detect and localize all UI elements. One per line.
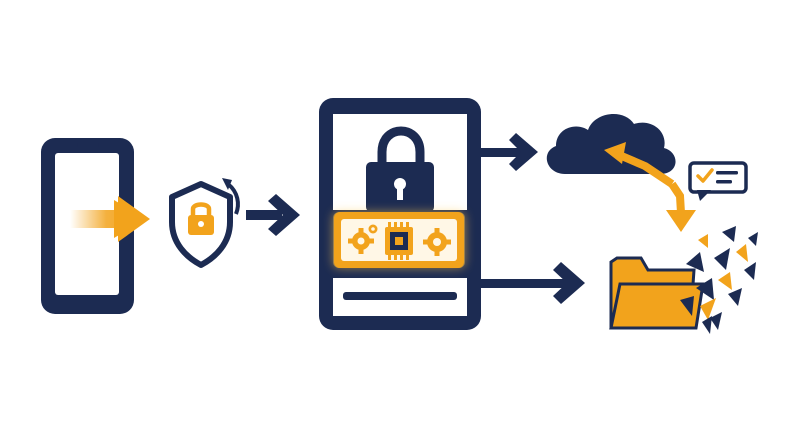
- folder-shred-icon: [609, 226, 758, 334]
- chat-bubble: [688, 161, 748, 194]
- shield-refresh-arrow: [226, 182, 240, 215]
- chip-icon: [385, 222, 413, 260]
- chat-bubble-tail: [697, 190, 711, 201]
- gear-left-icon: [348, 228, 374, 254]
- cloud-icon: [546, 113, 676, 174]
- incoming-arrow-head-fill: [114, 200, 146, 238]
- gear-right-icon: [423, 228, 451, 256]
- server-padlock-keyslot: [397, 186, 403, 200]
- server-lock-icon: [319, 98, 481, 330]
- cloud-shape: [546, 113, 676, 174]
- server-padlock-shackle: [377, 126, 425, 170]
- server-drive-slot: [343, 292, 457, 300]
- folder-shards: [680, 226, 758, 334]
- arrow-to-cloud-head: [509, 133, 538, 171]
- sync-arrows: [604, 142, 696, 232]
- shield-refresh-arrowhead: [222, 178, 232, 190]
- chat-line-top: [716, 171, 738, 175]
- gear-small-icon: [368, 224, 378, 234]
- incoming-data-arrow: [70, 196, 150, 242]
- chat-line-bottom: [716, 180, 732, 184]
- arrow-to-folder-shaft: [481, 279, 571, 288]
- arrow-to-folder-head: [553, 262, 585, 304]
- shield-lock-icon: [169, 178, 240, 268]
- arrow-to-server-head: [268, 194, 300, 236]
- shield-padlock-shackle: [190, 202, 212, 216]
- sync-arrowhead-up: [604, 142, 626, 164]
- sync-path-lower: [668, 181, 685, 214]
- sync-path-upper: [615, 150, 675, 188]
- shield-padlock-keyhole: [198, 221, 204, 227]
- arrow-to-server-shaft: [246, 210, 282, 220]
- arrow-to-cloud: [481, 133, 538, 171]
- sync-arrowhead-down: [666, 210, 696, 232]
- checkmark-icon: [696, 168, 714, 183]
- arrow-to-server: [246, 194, 300, 236]
- chip-gears-icon: [333, 212, 465, 268]
- chat-check-icon: [688, 161, 748, 201]
- arrow-to-cloud-shaft: [481, 148, 525, 157]
- arrow-to-folder: [481, 262, 585, 304]
- phone-speaker: [77, 143, 99, 147]
